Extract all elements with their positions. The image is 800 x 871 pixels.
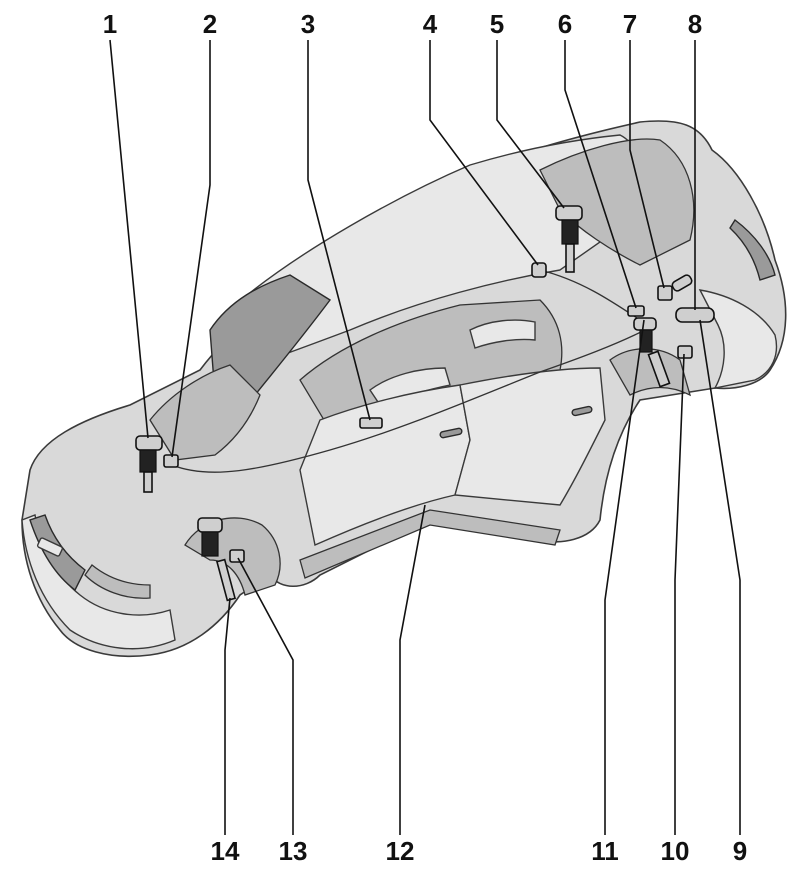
control-unit	[359, 417, 383, 429]
callout-13: 13	[279, 836, 308, 866]
callout-9: 9	[733, 836, 747, 866]
leader-lines	[109, 39, 741, 835]
leader-line-6	[564, 40, 637, 309]
leader-line-4	[429, 40, 539, 266]
leader-line-7	[629, 40, 665, 289]
trunk-area	[539, 138, 695, 266]
callout-4: 4	[423, 9, 438, 39]
leader-line-3	[307, 40, 371, 421]
side-sill	[299, 509, 561, 579]
callout-3: 3	[301, 9, 315, 39]
rear-left-strut	[633, 317, 671, 388]
callout-1: 1	[103, 9, 117, 39]
callout-11: 11	[591, 836, 619, 866]
leader-line-11	[604, 319, 645, 835]
leader-line-13	[237, 557, 294, 835]
callout-2: 2	[203, 9, 217, 39]
callout-14: 14	[211, 836, 240, 866]
rear-door	[454, 367, 606, 506]
rear-level-sensor	[677, 345, 693, 359]
rear-upper-sensor	[531, 262, 547, 278]
callout-8: 8	[688, 9, 702, 39]
headlight	[84, 564, 151, 599]
leader-line-5	[496, 40, 565, 209]
callout-7: 7	[623, 9, 637, 39]
leader-line-9	[699, 319, 741, 835]
front-left-strut	[135, 435, 163, 493]
valve-block	[657, 274, 693, 301]
compressor	[675, 307, 715, 323]
leader-line-1	[109, 39, 149, 439]
front-door-handle	[439, 427, 463, 439]
front-right-strut	[197, 517, 237, 602]
callout-5: 5	[490, 9, 504, 39]
windshield	[209, 274, 332, 396]
leader-line-14	[224, 597, 231, 835]
front-badge	[36, 537, 64, 557]
leader-line-12	[399, 504, 426, 835]
car-body	[21, 120, 787, 658]
front-level-sensor	[163, 454, 179, 468]
callout-12: 12	[386, 836, 415, 866]
callout-labels: 1 2 3 4 5 6 7 8 9 10 11 12 13 14	[103, 9, 747, 866]
callout-10: 10	[661, 836, 690, 866]
tail-light	[729, 218, 776, 281]
rear-door-handle	[571, 405, 593, 417]
callout-6: 6	[558, 9, 572, 39]
components	[135, 205, 715, 602]
engine-bay	[149, 364, 261, 461]
leader-line-10	[674, 353, 685, 835]
wiring-harness	[171, 329, 646, 473]
rear-bumper	[698, 289, 778, 389]
front-right-level-sensor	[229, 549, 245, 563]
rear-right-strut	[555, 205, 583, 273]
leader-line-2	[171, 40, 211, 458]
